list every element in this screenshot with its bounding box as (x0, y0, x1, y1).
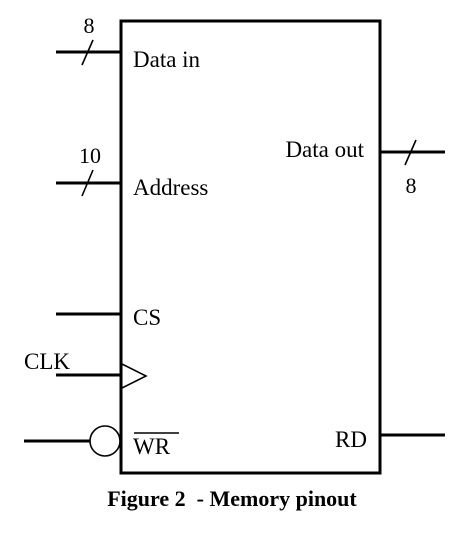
pin-data-in-bus-slash (81, 39, 94, 66)
pin-wr: WR (24, 425, 179, 459)
pin-address-bus-slash (81, 169, 94, 197)
pin-data-in: 8 Data in (56, 13, 201, 72)
figure-caption: Figure 2 - Memory pinout (107, 486, 357, 511)
pin-cs-label: CS (133, 305, 161, 330)
pin-address: 10 Address (56, 143, 208, 200)
pin-address-label: Address (133, 175, 208, 200)
pin-clk: CLK (24, 349, 148, 389)
pin-rd-label: RD (335, 427, 367, 452)
pin-data-out-bus-width: 8 (406, 173, 417, 198)
pin-data-in-label: Data in (133, 47, 201, 72)
pin-data-in-bus-width: 8 (84, 13, 95, 38)
pin-rd: RD (335, 427, 445, 452)
pin-address-bus-width: 10 (79, 143, 101, 168)
pin-wr-label: WR (133, 434, 171, 459)
clock-triangle-icon (121, 363, 148, 389)
pin-data-out-label: Data out (285, 137, 364, 162)
pin-data-out: Data out 8 (285, 137, 445, 198)
pin-cs: CS (56, 305, 161, 330)
memory-chip-body (119, 19, 382, 475)
pin-clk-label: CLK (24, 349, 70, 374)
pin-data-out-bus-slash (404, 139, 417, 166)
inversion-bubble-icon (89, 425, 121, 457)
